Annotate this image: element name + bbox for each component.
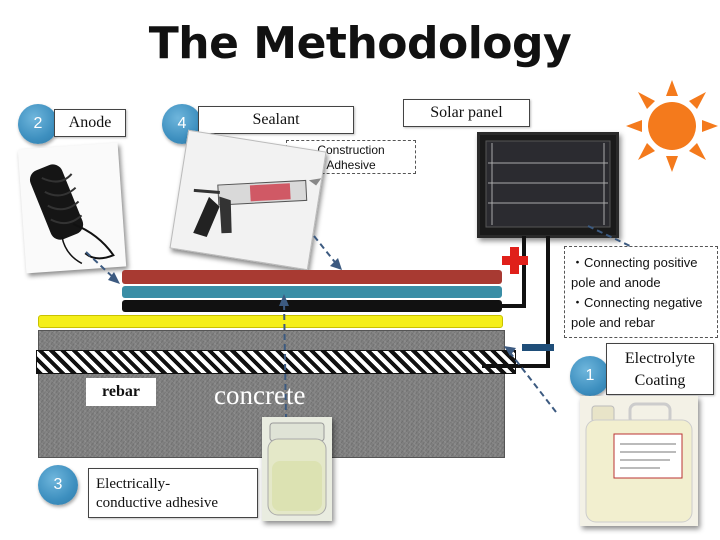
sealant-arrowhead: [330, 258, 342, 270]
anode-arrow: [85, 251, 117, 281]
rebar-label: rebar: [86, 378, 156, 406]
negative-wire: [482, 236, 550, 368]
anode-fiber-icon: [29, 164, 115, 265]
electrolyte-label: Electrolyte Coating: [606, 343, 714, 395]
electrolyte-arrowhead: [504, 346, 516, 356]
sealant-layer: [122, 270, 502, 284]
electrolyte-jug-photo: [580, 396, 698, 526]
solar-panel-label: Solar panel: [403, 99, 530, 127]
page-title: The Methodology: [148, 18, 572, 69]
anode-photo: [17, 142, 127, 274]
solar-callout-leader: [587, 225, 631, 247]
positive-icon: [502, 247, 528, 274]
adhesive-jar-photo: [262, 417, 332, 521]
step-badge-anode: 2: [18, 104, 58, 144]
caulking-gun-icon: [193, 178, 322, 237]
anode-layer: [122, 286, 502, 298]
solar-panel-photo: [477, 132, 619, 238]
jug-icon: [585, 402, 693, 523]
step-badge-adhesive: 3: [38, 465, 78, 505]
negative-icon: [522, 344, 554, 351]
electrolyte-arrow: [507, 349, 557, 413]
solar-cells-icon: [485, 140, 611, 228]
connection-line-1: ・Connecting positive: [571, 255, 698, 270]
connection-line-4: pole and rebar: [571, 315, 655, 330]
adhesive-arrowhead: [279, 294, 289, 306]
conductive-adhesive-layer: [122, 300, 502, 312]
anode-label: Anode: [54, 109, 126, 137]
connections-callout: ・Connecting positive pole and anode ・Con…: [564, 246, 718, 338]
step-badge-electrolyte: 1: [570, 356, 610, 396]
sealant-photo: [169, 129, 327, 271]
connection-line-2: pole and anode: [571, 275, 661, 290]
adhesive-label: Electrically- conductive adhesive: [88, 468, 258, 518]
sealant-label: Sealant: [198, 106, 354, 134]
anode-arrowhead: [108, 272, 120, 284]
connection-line-3: ・Connecting negative: [571, 295, 703, 310]
sealant-arrow: [313, 235, 339, 267]
concrete-label: concrete: [214, 380, 306, 410]
rebar-bar: [36, 350, 516, 374]
adhesive-arrow: [283, 299, 287, 421]
electrolyte-layer: [38, 315, 503, 328]
jar-icon: [267, 422, 327, 516]
